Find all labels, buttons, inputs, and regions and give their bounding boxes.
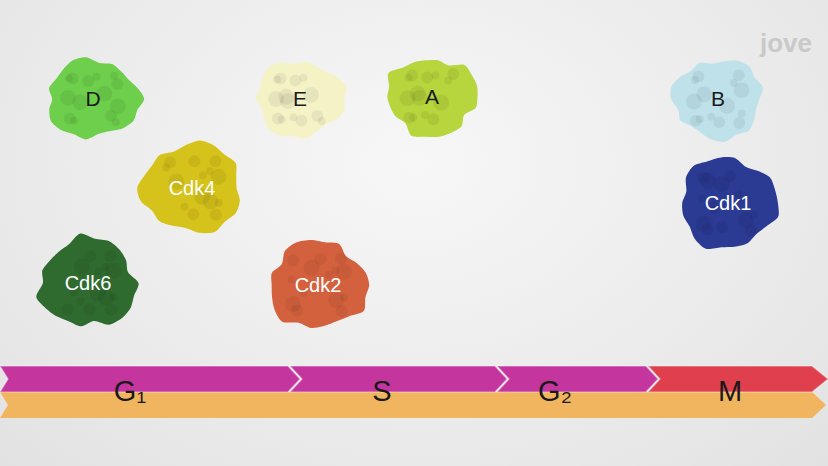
blob-texture	[288, 275, 296, 283]
blob-texture	[690, 115, 702, 127]
protein-label: B	[711, 87, 725, 111]
protein-label: Cdk6	[65, 272, 112, 295]
blob-texture	[406, 69, 418, 81]
blob-texture	[209, 155, 221, 167]
blob-outline	[49, 57, 144, 139]
blob-texture	[714, 176, 730, 192]
blob-outline	[671, 60, 763, 142]
blob-texture	[61, 303, 73, 315]
blob-texture	[733, 69, 745, 81]
blob-outline	[256, 62, 347, 139]
chevron	[497, 366, 658, 392]
blob-texture	[700, 173, 716, 189]
protein-blob: A	[383, 55, 481, 139]
blob-texture	[716, 221, 728, 233]
blob-texture	[427, 113, 439, 125]
blob-texture	[64, 112, 76, 124]
watermark: jove	[760, 28, 812, 59]
blob-texture	[164, 156, 176, 168]
blob-texture	[60, 90, 76, 106]
blob-outline	[387, 60, 477, 137]
blob-texture	[738, 109, 746, 117]
protein-blob: Cdk4	[138, 140, 246, 236]
blob-texture	[105, 304, 117, 316]
blob-texture	[67, 72, 79, 84]
protein-label: Cdk4	[169, 177, 216, 200]
blob-texture	[311, 110, 323, 122]
protein-blob: D	[43, 57, 143, 141]
phase-label: M	[718, 375, 742, 408]
chevron-shape	[497, 366, 648, 418]
blob-texture	[304, 260, 320, 276]
protein-blob: E	[252, 58, 348, 140]
blob-texture	[287, 254, 299, 266]
blob-texture	[272, 113, 284, 125]
blob-texture	[289, 75, 301, 87]
blob-outline	[137, 140, 240, 233]
blob-texture	[188, 155, 200, 167]
phase-band: S	[290, 366, 497, 418]
blob-texture	[713, 116, 725, 128]
blob-texture	[447, 68, 459, 80]
blob-texture	[105, 110, 117, 122]
chevron	[290, 366, 507, 392]
blob-texture	[295, 114, 307, 126]
blob-texture	[403, 112, 415, 124]
blob-texture	[210, 209, 222, 221]
blob-texture	[187, 208, 199, 220]
blob-texture	[83, 304, 95, 316]
phase-band: M	[648, 366, 828, 418]
protein-blob: Cdk2	[265, 238, 371, 332]
phase-label: G₁	[114, 375, 146, 408]
protein-label: A	[425, 85, 439, 109]
blob-texture	[695, 216, 711, 232]
chevron	[0, 366, 300, 392]
blob-texture	[180, 203, 188, 211]
blob-texture	[738, 212, 754, 228]
blob-outline	[36, 234, 138, 327]
phase-band: G₁	[0, 366, 290, 418]
phase-label: G₂	[538, 375, 572, 408]
blob-texture	[734, 82, 750, 98]
blob-texture	[410, 86, 426, 102]
blob-texture	[111, 78, 123, 90]
blob-outline	[682, 157, 779, 249]
protein-blob: Cdk1	[676, 154, 780, 252]
blob-texture	[692, 70, 704, 82]
chevron-shape	[290, 366, 497, 418]
protein-label: E	[293, 87, 307, 111]
blob-texture	[421, 71, 433, 83]
blob-texture	[696, 86, 712, 102]
phase-label: S	[372, 375, 391, 408]
blob-texture	[733, 117, 745, 129]
phase-band: G₂	[497, 366, 648, 418]
blob-texture	[285, 296, 301, 312]
protein-blob: B	[670, 56, 766, 142]
blob-texture	[82, 75, 94, 87]
blob-outline	[271, 240, 369, 328]
blob-texture	[275, 72, 287, 84]
protein-label: Cdk2	[295, 274, 342, 297]
protein-blob: Cdk6	[36, 235, 140, 331]
blob-texture	[105, 250, 117, 262]
blob-texture	[77, 297, 85, 305]
blob-texture	[278, 89, 294, 105]
protein-label: Cdk1	[705, 192, 752, 215]
blob-texture	[335, 253, 347, 265]
protein-label: D	[85, 87, 100, 111]
